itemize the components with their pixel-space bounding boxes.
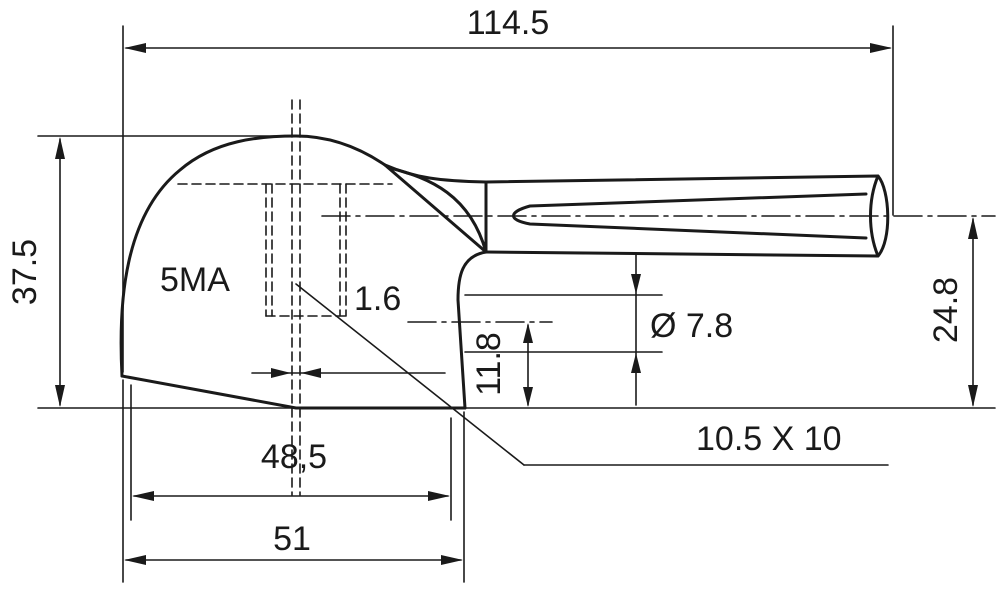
label-hole-height: 11.8 xyxy=(470,332,508,396)
arrowheads xyxy=(55,43,978,565)
arrow-7-8-top xyxy=(631,274,641,294)
label-overall-length: 114.5 xyxy=(467,4,550,42)
label-center-height: 24.8 xyxy=(927,277,965,343)
arrow-24-8-top xyxy=(968,217,978,239)
arrow-51-right xyxy=(441,555,463,565)
label-broach: 10.5 X 10 xyxy=(696,420,842,458)
arrow-1-6-right xyxy=(301,368,321,378)
inner-drop-curve xyxy=(456,250,488,410)
arrow-11-8-top xyxy=(523,323,533,343)
label-wall: 1.6 xyxy=(354,280,401,318)
label-overall-height: 37.5 xyxy=(6,239,44,305)
label-bore-diameter: Ø 7.8 xyxy=(650,307,733,345)
label-model: 5MA xyxy=(160,261,230,299)
hidden-lines xyxy=(177,99,393,496)
arrow-114-5-left xyxy=(124,43,146,53)
neck-curve xyxy=(388,166,488,254)
neck-front-edge xyxy=(383,163,488,254)
label-width-outer: 51 xyxy=(273,520,311,558)
arrow-11-8-bottom xyxy=(523,387,533,407)
arrow-114-5-right xyxy=(870,43,892,53)
leader-broach xyxy=(295,283,525,466)
arrow-48-5-left xyxy=(132,491,154,501)
arrow-37-5-bottom xyxy=(55,385,65,407)
arrow-51-left xyxy=(124,555,146,565)
dimension-lines xyxy=(59,47,974,561)
arrow-37-5-top xyxy=(55,137,65,159)
arrow-7-8-bottom xyxy=(631,353,641,373)
arrow-1-6-left xyxy=(271,368,291,378)
dimension-labels: 114.5 37.5 24.8 5MA 1.6 Ø 7.8 11.8 10.5 … xyxy=(6,4,965,558)
arrow-48-5-right xyxy=(428,491,450,501)
extension-lines xyxy=(37,25,996,583)
label-width-inner: 48,5 xyxy=(261,438,327,476)
body-bottom-edge xyxy=(120,374,467,410)
dome-body-outline xyxy=(119,134,488,378)
arrow-24-8-bottom xyxy=(968,385,978,407)
